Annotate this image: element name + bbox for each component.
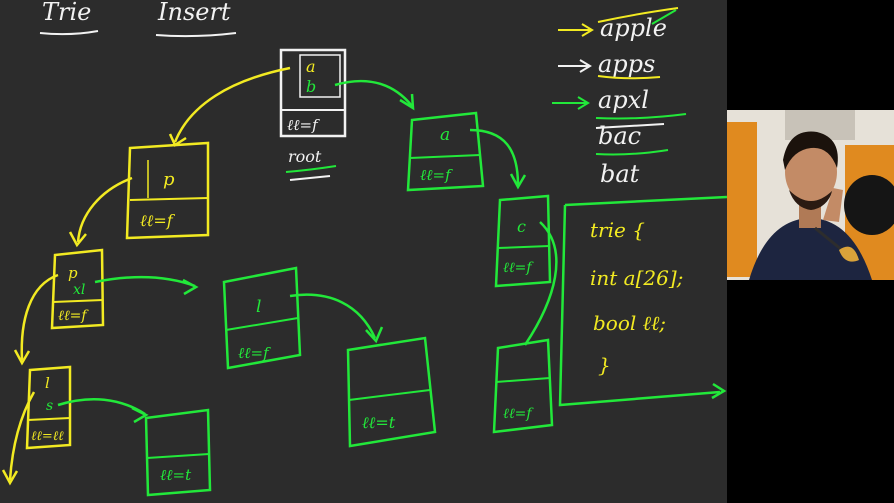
word-bat: bat: [600, 160, 640, 188]
node-p2: p xl ℓℓ=f: [50, 248, 105, 330]
node-c-green-flag: ℓℓ=f: [503, 260, 534, 276]
root-letter-b: b: [306, 77, 316, 96]
presenter-video: [727, 110, 894, 280]
root-label: root: [288, 147, 322, 166]
heading-insert: Insert: [157, 0, 231, 26]
root-flag: ℓℓ=f: [287, 116, 320, 134]
arrow-p2-to-l-yellow: [20, 273, 59, 361]
node-l-yellow-flag: ℓℓ=ℓℓ: [31, 429, 64, 444]
heading-trie-underline: [39, 30, 99, 36]
node-l-yellow: l s ℓℓ=ℓℓ: [25, 365, 72, 450]
node-c-green-letter: c: [517, 217, 526, 236]
node-l-yellow-letter-s: s: [46, 398, 53, 414]
code-struct: trie { int a[26]; bool ℓℓ; }: [558, 195, 727, 407]
node-c2-green-flag: ℓℓ=f: [503, 406, 534, 422]
node-p: p ℓℓ=f: [125, 141, 210, 240]
arrow-root-to-a: [334, 79, 413, 107]
arrow-p-to-p2: [76, 176, 133, 243]
whiteboard-canvas: Trie Insert a b ℓℓ=f root p ℓℓ=f p xl ℓℓ…: [0, 0, 727, 503]
node-a-green-letter: a: [440, 125, 450, 145]
code-line-4: }: [598, 353, 611, 377]
node-p2-letter-p: p: [68, 264, 78, 282]
root-node: a b ℓℓ=f: [279, 48, 347, 138]
whiteboard-drawing: Trie Insert a b ℓℓ=f root p ℓℓ=f p xl ℓℓ…: [1, 0, 727, 497]
node-x-green: ℓℓ=t: [346, 336, 437, 448]
root-letter-a: a: [306, 57, 316, 76]
code-line-1: trie {: [590, 218, 645, 242]
node-p2-flag: ℓℓ=f: [58, 308, 89, 324]
node-l-green-letter: l: [256, 297, 261, 317]
node-l-yellow-letter-l: l: [45, 374, 50, 392]
heading-trie: Trie: [42, 0, 91, 26]
node-p-letter: p: [163, 169, 175, 190]
word-apps: apps: [598, 50, 655, 78]
code-line-3: bool ℓℓ;: [593, 311, 666, 335]
node-p-flag: ℓℓ=f: [140, 211, 176, 230]
node-x-green-flag: ℓℓ=t: [362, 413, 396, 432]
node-a-green-flag: ℓℓ=f: [420, 166, 453, 184]
arrow-l-to-x: [289, 293, 377, 339]
webcam-overlay: [727, 110, 894, 280]
word-apxl: apxl: [598, 86, 649, 114]
node-p2-letter-xl: xl: [73, 282, 85, 298]
node-s-green: ℓℓ=t: [144, 408, 212, 497]
arrow-root-to-p: [173, 66, 291, 143]
word-apple: apple: [600, 14, 667, 42]
arrow-a-to-c: [469, 128, 520, 186]
code-line-2: int a[26];: [590, 266, 683, 290]
arrow-p2-to-l: [94, 275, 196, 288]
heading-insert-underline: [155, 32, 237, 38]
node-s-green-flag: ℓℓ=t: [160, 466, 192, 484]
node-l-green: l ℓℓ=f: [222, 266, 302, 370]
root-label-underline: [285, 165, 337, 173]
node-c-green: c ℓℓ=f: [494, 194, 552, 288]
node-l-green-flag: ℓℓ=f: [238, 344, 271, 362]
node-a-green: a ℓℓ=f: [406, 111, 485, 192]
node-c2-green: ℓℓ=f: [492, 338, 554, 434]
word-list: apple apps apxl bac bat: [552, 7, 687, 188]
